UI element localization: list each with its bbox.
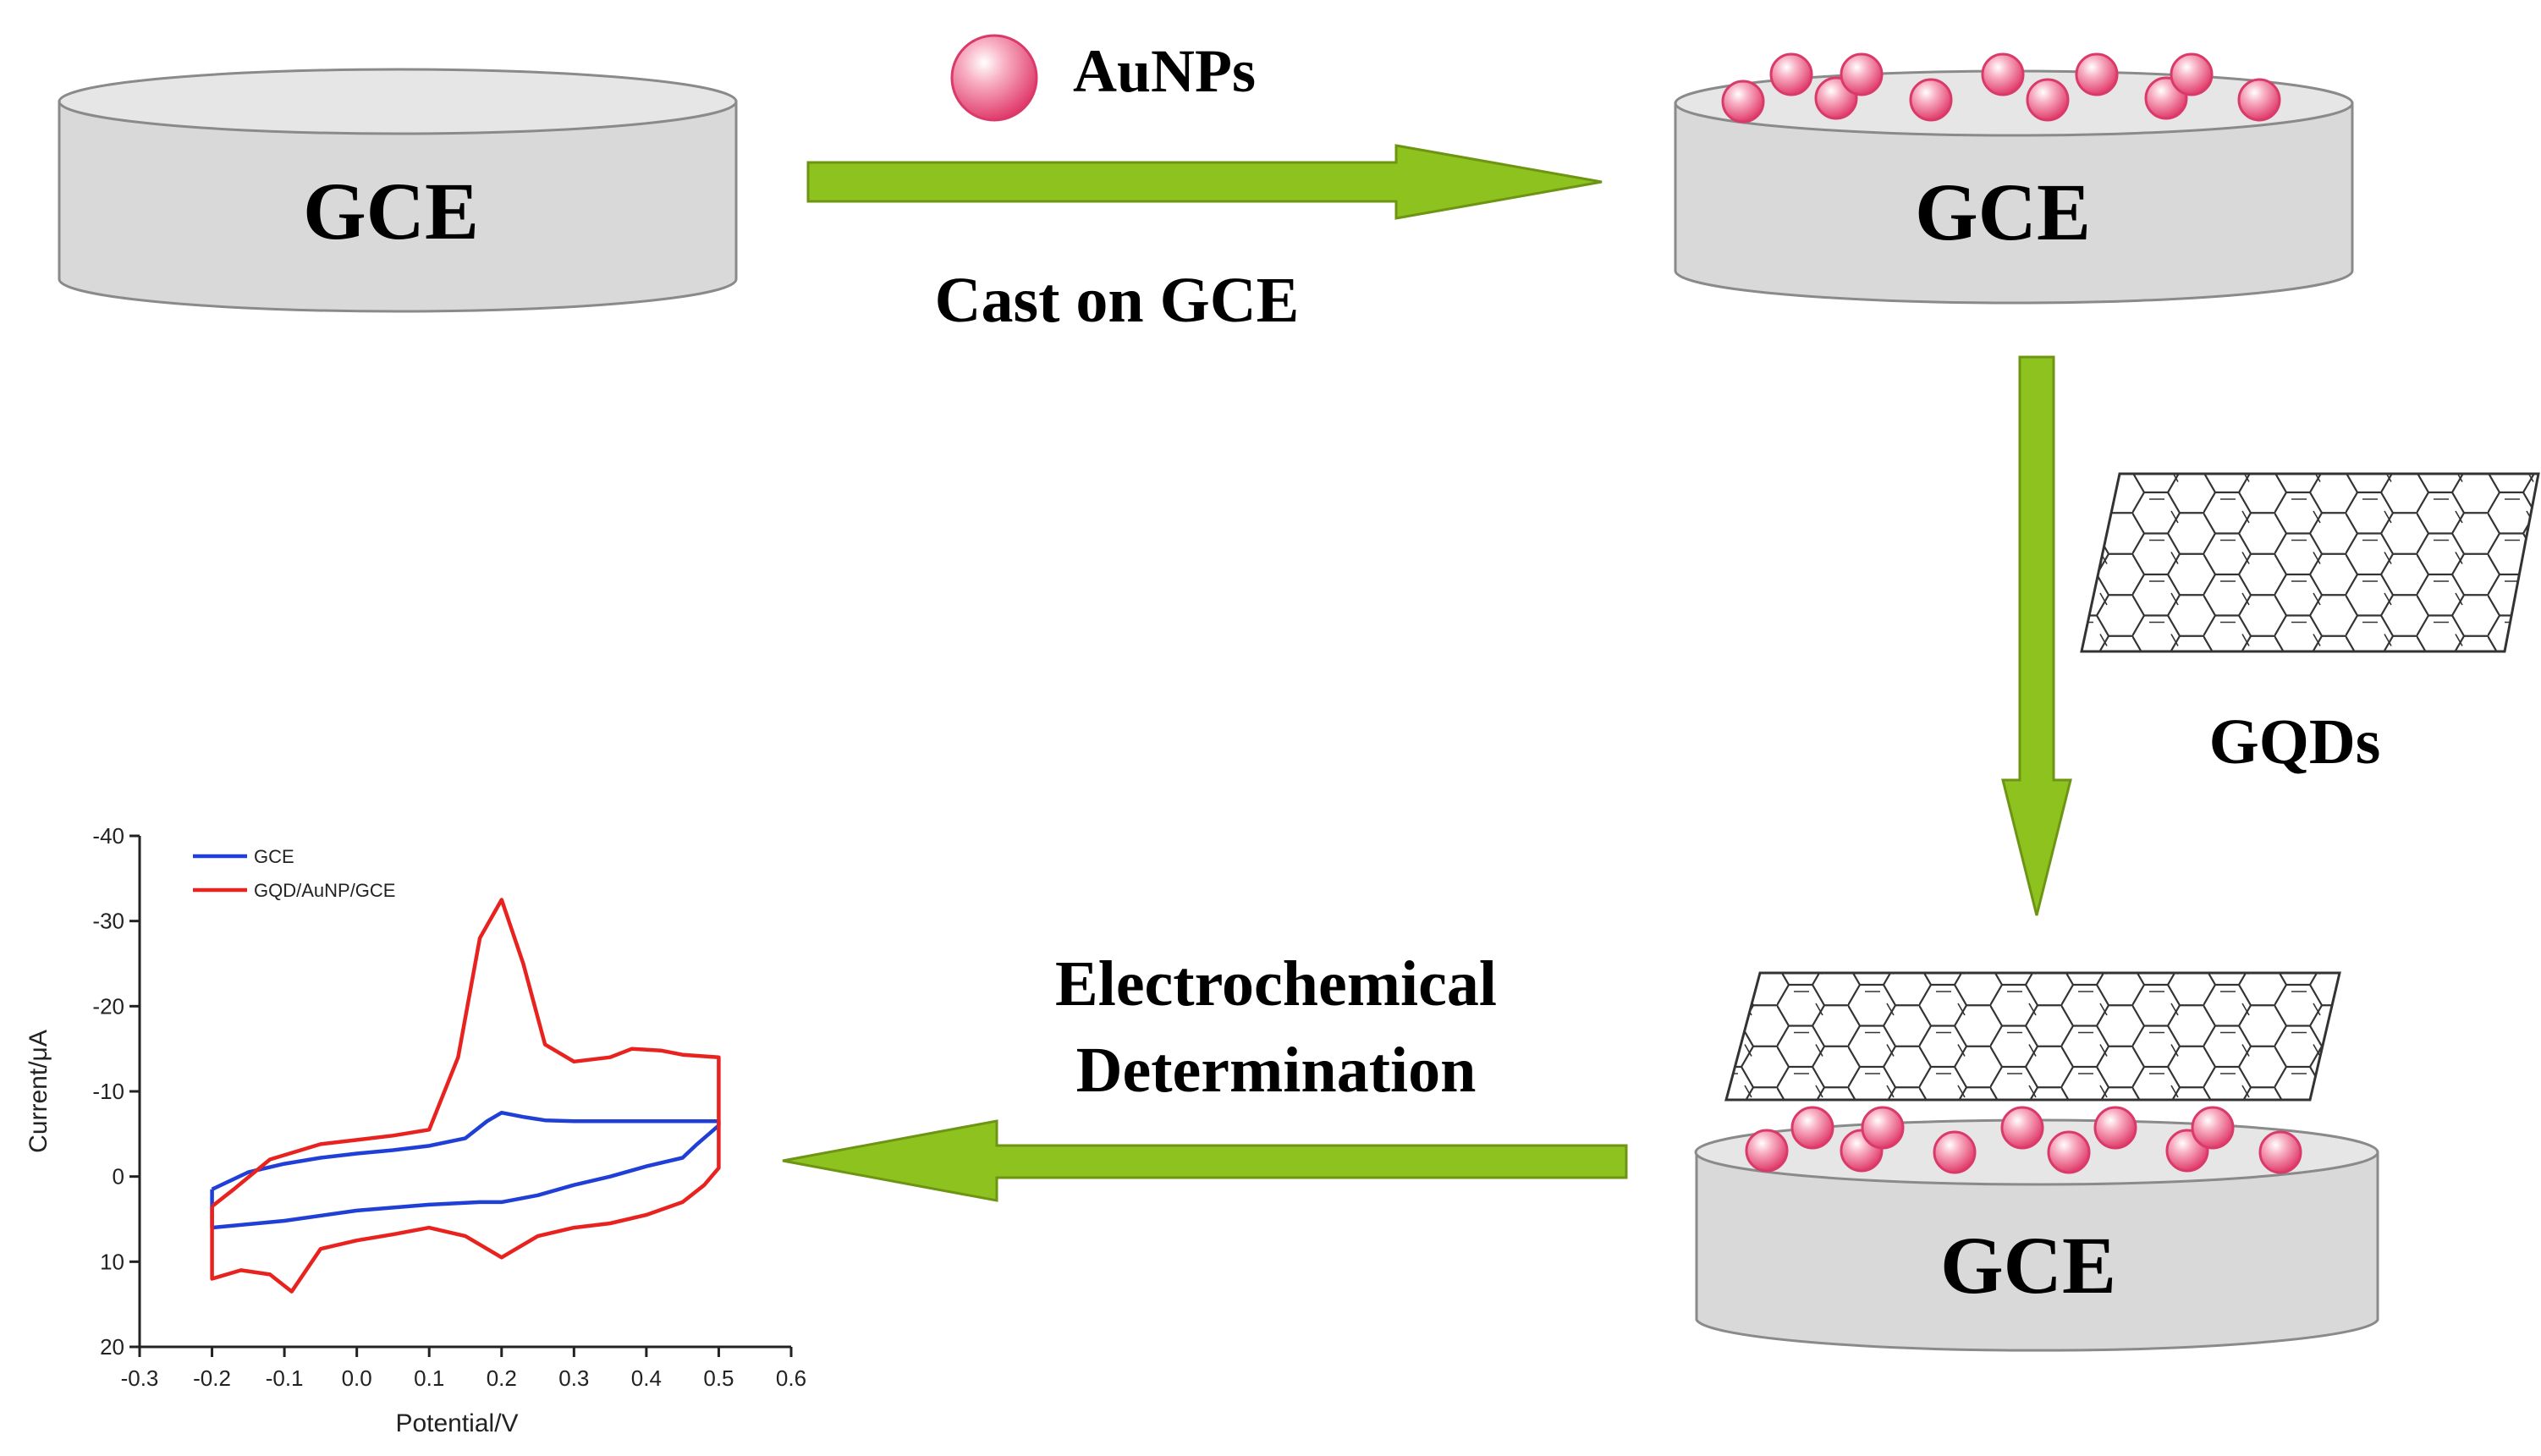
x-tick-label: -0.1 (266, 1365, 304, 1391)
y-tick-label: -10 (92, 1079, 124, 1104)
x-tick-label: 0.0 (342, 1365, 372, 1391)
arrow-determination (782, 1119, 1628, 1202)
series-layer (210, 898, 721, 1294)
determination-label: Determination (1076, 1035, 1477, 1106)
x-tick-label: 0.4 (631, 1365, 662, 1391)
gqd-layer (1724, 971, 2341, 1102)
chart-legend: GCE GQD/AuNP/GCE (193, 846, 395, 901)
arrow-cast (806, 144, 1603, 220)
gqds-label: GQDs (2209, 706, 2381, 777)
gce-label-bottom-right: GCE (1940, 1220, 2116, 1310)
electrode-top-left: GCE (58, 68, 738, 313)
x-axis-label: Potential/V (395, 1409, 518, 1437)
y-tick-label: -20 (92, 993, 124, 1019)
electrode-top-right: GCE (1674, 52, 2354, 305)
cv-chart: -0.3 -0.2 -0.1 0.0 0.1 0.2 0.3 0.4 0.5 0.6 -40 -30… (25, 823, 806, 1437)
x-tick-label: -0.3 (121, 1365, 159, 1391)
arrow-gqd-deposition (2001, 355, 2072, 916)
x-tick-label: -0.2 (193, 1365, 231, 1391)
y-tick-label: -30 (92, 909, 124, 934)
series-line-gce (210, 1110, 721, 1230)
series-line-gqd-aunp-gce (210, 898, 721, 1294)
x-tick-label: 0.5 (703, 1365, 734, 1391)
y-tick-label: 0 (113, 1164, 124, 1190)
electrochemical-label: Electrochemical (1055, 948, 1497, 1019)
x-tick-label: 0.6 (776, 1365, 806, 1391)
aunp-layer-bottom (1745, 1106, 2302, 1174)
y-tick-label: 20 (100, 1334, 124, 1360)
legend-label: GQD/AuNP/GCE (254, 880, 395, 901)
gce-label-top-right: GCE (1915, 167, 2091, 257)
aunp-layer-top (1721, 52, 2281, 124)
y-ticks: -40 -30 -20 -10 0 10 20 (92, 823, 140, 1360)
aunp-sphere-icon (950, 34, 1038, 122)
electrode-bottom-right: GCE (1694, 971, 2379, 1352)
x-ticks: -0.3 -0.2 -0.1 0.0 0.1 0.2 0.3 0.4 0.5 0.6 (121, 1347, 806, 1391)
y-axis-label: Current/μA (25, 1030, 52, 1153)
cast-on-gce-label: Cast on GCE (935, 265, 1300, 336)
y-tick-label: 10 (100, 1249, 124, 1274)
x-tick-label: 0.2 (487, 1365, 517, 1391)
x-tick-label: 0.1 (414, 1365, 444, 1391)
aunps-legend: AuNPs (950, 34, 1256, 122)
x-tick-label: 0.3 (558, 1365, 589, 1391)
aunps-label: AuNPs (1073, 37, 1256, 105)
gce-label-top-left: GCE (303, 166, 479, 256)
y-tick-label: -40 (92, 823, 124, 849)
legend-label: GCE (254, 846, 294, 867)
gqd-sheet-icon (2080, 472, 2540, 653)
